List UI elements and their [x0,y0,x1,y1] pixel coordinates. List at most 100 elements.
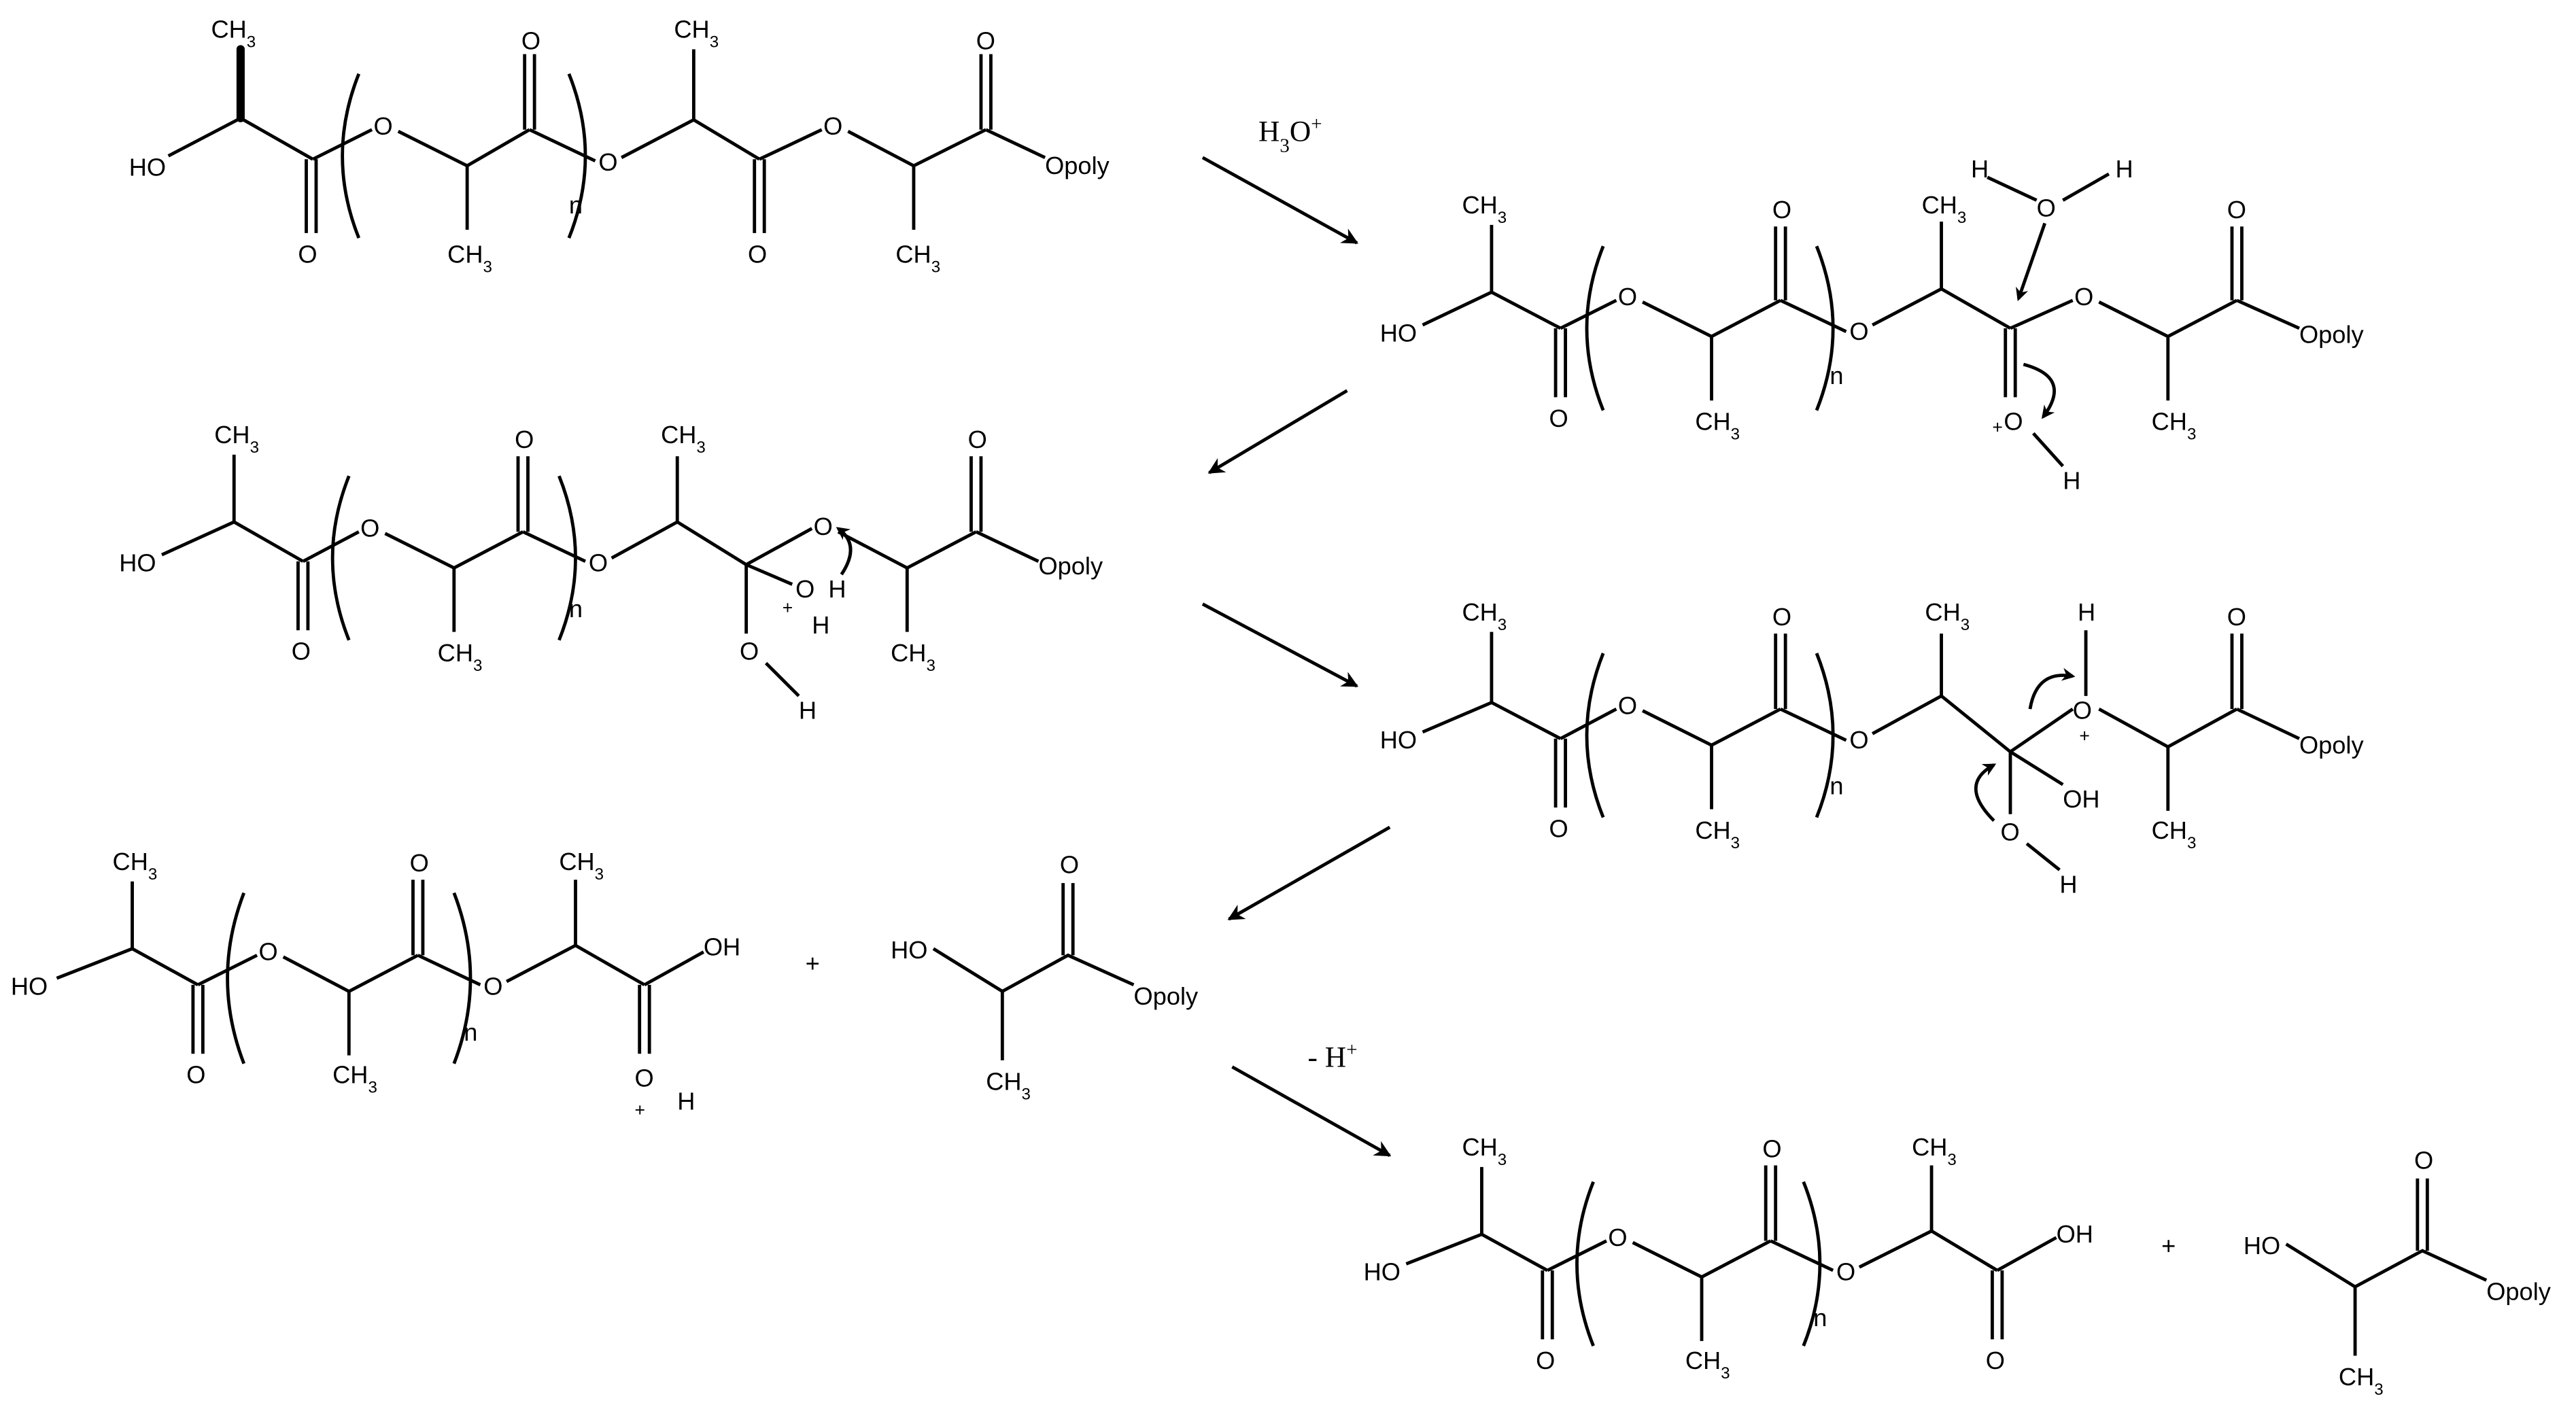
label-part: 3 [1961,615,1970,634]
hydroxyl-label: HO [11,972,48,1000]
label-part: 3 [1731,425,1740,443]
bond-line [1201,156,1359,245]
bond-line [1770,1239,1834,1272]
positive-charge-label: + [2079,725,2090,746]
carbonyl-o-label: O [2414,1146,2433,1174]
bond-line [1996,1236,2057,1272]
label-part: + [1311,114,1322,135]
bond-chain [2285,1243,2488,1289]
label-part: 3 [926,657,935,675]
hydroxyl-label: HO [119,549,156,576]
bond-line [1560,708,1617,740]
bond-chain [2098,708,2238,749]
ester-o-label: O [1608,1224,1627,1251]
bond-line [1546,1239,1608,1272]
hydrogen-label: H [677,1087,695,1115]
proton-transfer-arrow [836,527,853,576]
label-part: 3 [2187,833,2196,852]
ester-o-label: O [1849,317,1868,345]
bond-line [1560,298,1617,330]
hydrogen-label: H [2078,598,2095,626]
plus-sign: + [806,950,820,977]
methyl-label: CH3 [1695,816,1740,852]
hydrogen-label: H [812,611,829,639]
label-part: 3 [696,438,705,456]
ester-o-label: O [483,972,502,1000]
hydrogen-label: H [2116,155,2133,183]
bond-line [197,954,258,986]
ester-o-label: O [589,549,608,576]
close-paren [1802,1181,1822,1347]
opoly-label: Opoly [1045,152,1110,179]
ester-o-label: O [1849,726,1868,754]
nucleophilic-attack-arrow [2016,222,2046,302]
opoly-label: Opoly [2486,1277,2552,1305]
carbonyl-o-label: O [1060,851,1079,879]
opoly-label: Opoly [1134,982,1199,1010]
open-paren [1575,1181,1595,1347]
label-part: 3 [1721,1364,1730,1382]
ester-o-label: O [598,148,617,176]
open-paren [341,73,361,239]
open-paren [330,475,351,641]
methyl-label: CH3 [1922,191,1967,227]
repeat-n-label: n [1830,772,1843,800]
bond-line [2062,172,2110,202]
methyl-label: CH3 [211,16,256,51]
carbonyl-o-label: O [186,1061,205,1089]
hydrogen-label: H [1971,155,1989,183]
carbonyl-o-label: O [1772,603,1791,631]
label-part: 3 [1498,208,1507,226]
label-part: 3 [1731,833,1740,852]
oxonium-o-label: O [634,1064,653,1092]
ester-o-label: O [2074,283,2093,311]
label-part: 3 [483,258,492,276]
bond-line [764,661,800,697]
bond-chain [837,530,977,570]
oxonium-o-label: O [795,575,814,603]
bond-chain [282,954,419,994]
carbonyl-o-label: O [968,426,987,453]
bond-line [302,530,360,563]
label-part: 3 [368,1078,377,1096]
close-paren [1815,245,1835,411]
bond-line [2031,432,2065,468]
label-part: - H [1307,1041,1346,1074]
bond-line [1779,707,1847,742]
methyl-label: CH3 [559,848,604,883]
methyl-label: CH3 [891,639,935,675]
structure-6-final-products: CH3 HO O O CH3 O n O CH3 OH O + O HO [1364,1133,2552,1399]
hydroxyl-label: HO [129,153,166,181]
structure-2-protonated: CH3 HO O O CH3 O n O CH3 + O H O CH3 [1380,155,2365,495]
hydrogen-label: H [799,697,817,725]
label-part: 3 [1957,208,1966,226]
reaction-arrow-2 [1207,389,1348,474]
methyl-label: CH3 [674,16,719,51]
bond-chain [1871,693,2012,753]
ester-o-label: O [360,515,379,542]
label-part: 3 [250,438,259,456]
opoly-label: Opoly [2299,321,2365,349]
label-part: 3 [473,657,482,675]
bond-chain [1405,1232,1549,1272]
methyl-label: CH3 [986,1067,1031,1103]
label-part: 3 [148,865,157,883]
label-part: 3 [1498,615,1507,634]
repeat-n-label: n [1813,1304,1827,1332]
bond-line [2009,298,2074,330]
label-part: 3 [1947,1150,1956,1168]
hydroxyl-o-label: O [740,638,759,665]
methyl-label: CH3 [438,639,483,675]
bond-line [2009,708,2074,753]
hydroxyl-label: HO [1380,319,1417,347]
bond-line [985,128,1046,159]
methyl-label: CH3 [447,240,492,276]
positive-charge-label: + [783,597,793,618]
label-part: 3 [247,33,256,51]
bond-line [758,128,823,161]
methyl-label: CH3 [895,240,940,276]
electron-push-arrow [1974,763,1997,822]
close-paren [452,892,473,1064]
label-part: 3 [1280,135,1289,157]
